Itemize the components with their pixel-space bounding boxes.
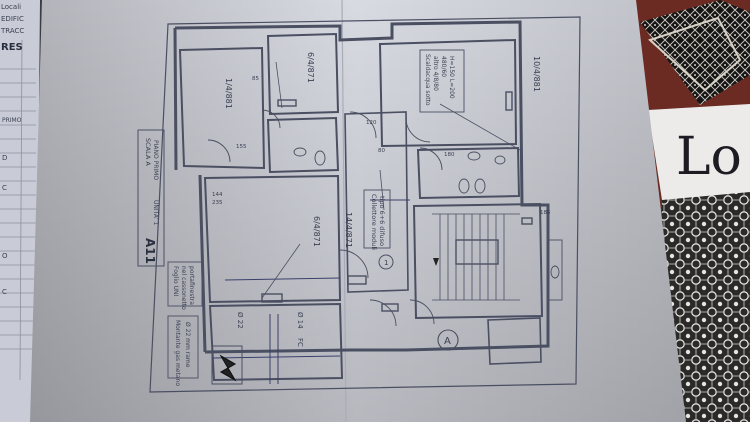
left-header-line-3: TRACC xyxy=(0,27,24,35)
stair-steps xyxy=(432,213,520,301)
note-scaldacqua-1: Scaldacqua sotto xyxy=(424,54,431,106)
gas-valve-symbol xyxy=(211,345,243,385)
dim-1: 85 xyxy=(252,76,259,82)
room-tags: 10/4/881 6/4/871 1/4/881 6/4/871 14/4/87… xyxy=(224,52,541,248)
title-unita: UNITA' 1 xyxy=(152,200,159,226)
left-side-letter-4: C xyxy=(2,288,7,296)
stair-arrow xyxy=(433,258,439,266)
door-swings xyxy=(207,109,443,327)
right-paper: Lo xyxy=(648,104,750,200)
dim-2: 120 xyxy=(366,120,377,126)
note-foglio-1: Foglio UNI xyxy=(172,266,179,297)
plan-notes: Collettore moduli tipo 6+6 difuso Scalda… xyxy=(167,49,465,386)
pipe-label-1: Ø 14 xyxy=(296,312,304,329)
title-piano: PIANO PRIMO xyxy=(152,140,159,180)
room-bedroom-3 xyxy=(378,38,518,148)
pipe-lines xyxy=(211,199,410,384)
circle-label-1: 1 xyxy=(384,259,388,267)
left-side-letter-2: C xyxy=(2,184,7,192)
left-side-letter-1: D xyxy=(2,154,7,162)
left-row-label: PRIMO xyxy=(2,117,22,124)
floor-plan-drawing xyxy=(149,16,581,393)
note-collettore-1: Collettore moduli xyxy=(370,194,378,250)
dimension-labels: 85 120 144 235 155 180 80 185 xyxy=(212,76,551,216)
stairwell xyxy=(412,202,544,320)
left-document-sheet: Locali EDIFIC TRACC RES PRIMO D C O C xyxy=(0,0,40,422)
note-scaldacqua-4: H=150 L=200 xyxy=(448,56,455,99)
note-collettore-2: tipo 6+6 difuso xyxy=(378,196,386,246)
title-block: SCALA A PIANO PRIMO UNITA' 1 A11 xyxy=(137,129,165,267)
room-bedroom-2 xyxy=(266,32,340,116)
dim-6: 180 xyxy=(444,152,455,158)
left-header-line-1: Locali xyxy=(1,3,21,11)
room-tag-4: 6/4/871 xyxy=(312,216,321,247)
room-bedroom-1 xyxy=(178,46,266,170)
circle-markers: A 1 xyxy=(378,254,459,351)
dim-7: 80 xyxy=(378,148,385,154)
pipe-label-3: FC xyxy=(296,338,304,347)
drawing-frame xyxy=(149,16,581,393)
bath-fixtures xyxy=(293,147,563,301)
right-paper-text: Lo xyxy=(676,127,742,187)
floor-plan-paper xyxy=(30,0,686,422)
pipe-labels: Ø 14 Ø 22 FC xyxy=(236,312,304,347)
room-tag-2: 6/4/871 xyxy=(306,52,315,83)
note-montante-1: Montante gas metano xyxy=(174,320,181,386)
room-tag-5: 14/4/871 xyxy=(344,212,353,248)
circle-label-a: A xyxy=(444,336,451,347)
room-tag-3: 1/4/881 xyxy=(224,78,233,109)
dim-3: 144 xyxy=(212,192,223,198)
room-bath-2 xyxy=(416,146,521,200)
title-scala: SCALA A xyxy=(144,138,152,166)
dim-8: 185 xyxy=(540,210,551,216)
note-scaldacqua-2: altro 4/8/80 xyxy=(432,56,439,91)
dim-5: 155 xyxy=(236,144,247,150)
room-corridor xyxy=(344,111,409,293)
room-bath-1 xyxy=(266,116,340,174)
paper-fold xyxy=(341,0,347,422)
left-side-letter-3: O xyxy=(2,252,8,260)
note-foglio-2: nel cassonetto xyxy=(180,266,187,310)
note-scaldacqua-3: 480/60 xyxy=(440,56,447,77)
title-code: A11 xyxy=(143,238,157,264)
room-tag-1: 10/4/881 xyxy=(532,56,541,92)
room-living xyxy=(203,174,342,304)
left-header-line-2: EDIFIC xyxy=(1,15,24,23)
room-landing xyxy=(487,317,542,365)
left-section-label: RES xyxy=(1,42,23,53)
note-montante-2: Ø 22 mm rame xyxy=(184,322,191,368)
exterior-wall xyxy=(174,20,550,354)
pipe-label-2: Ø 22 xyxy=(236,312,244,329)
note-foglio-3: portafinestra xyxy=(188,266,195,305)
room-kitchen xyxy=(208,302,344,382)
dim-4: 235 xyxy=(212,200,223,206)
